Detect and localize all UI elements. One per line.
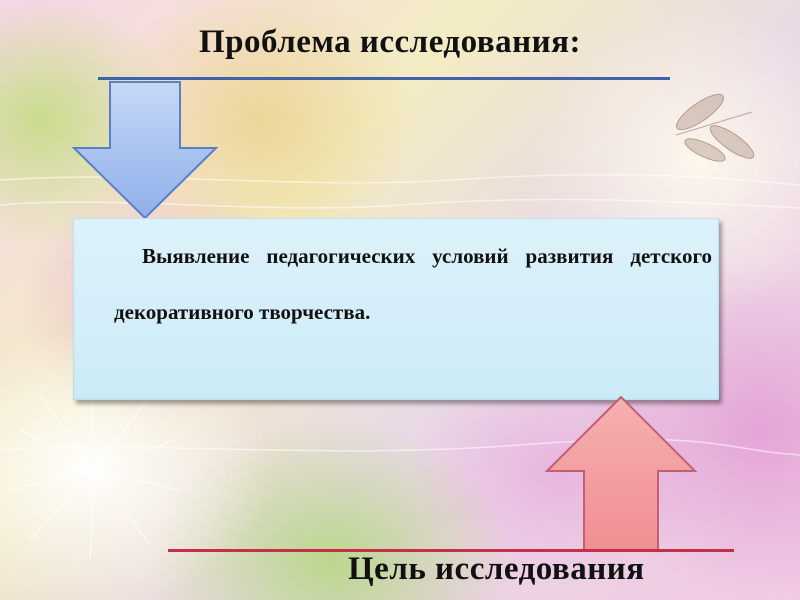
down-arrow-icon [71, 81, 219, 220]
up-arrow-icon [544, 395, 698, 552]
goal-heading: Цель исследования [348, 551, 645, 587]
top-divider-line [98, 77, 670, 80]
bottom-divider-line [168, 549, 734, 552]
dandelion-icon [9, 384, 181, 561]
dragonfly-icon [675, 93, 755, 162]
problem-statement-box: Выявление педагогических условий развити… [73, 218, 719, 400]
problem-statement-text: Выявление педагогических условий развити… [114, 244, 712, 324]
problem-heading: Проблема исследования: [199, 24, 581, 60]
